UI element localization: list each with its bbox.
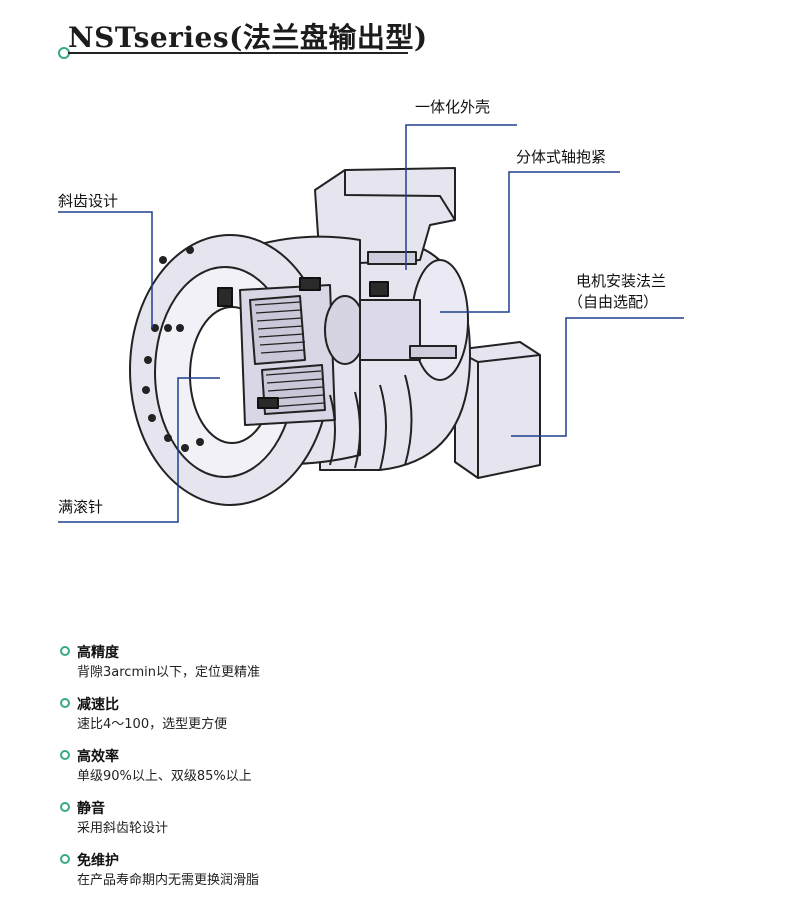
callout-integrated-housing: 一体化外壳 [415, 98, 491, 116]
feature-description: 速比4～100，选型更方便 [77, 717, 228, 732]
gearbox-illustration [129, 167, 541, 506]
feature-item: 减速比 速比4～100，选型更方便 [60, 694, 560, 746]
bullet-icon [60, 854, 70, 864]
leader-motor-flange [511, 317, 684, 437]
leader-helical-gear [58, 211, 153, 328]
page-header: NSTseries(法兰盘输出型) [58, 10, 427, 60]
leader-full-needle [58, 377, 220, 523]
gearbox-cutaway-diagram [58, 124, 684, 523]
feature-title: 高效率 [77, 749, 119, 765]
feature-title: 静音 [77, 801, 105, 817]
feature-description: 背隙3arcmin以下，定位更精准 [77, 665, 260, 680]
callout-motor-flange: 电机安装法兰 [576, 272, 667, 290]
feature-title: 减速比 [77, 697, 119, 713]
bullet-icon [60, 646, 70, 656]
feature-item: 高效率 单级90%以上、双级85%以上 [60, 746, 560, 798]
feature-description: 在产品寿命期内无需更换润滑脂 [77, 873, 260, 888]
page-title: NSTseries(法兰盘输出型) [68, 21, 428, 54]
callout-full-needle: 满滚针 [58, 498, 104, 516]
bullet-icon [60, 802, 70, 812]
title-underline [68, 52, 408, 54]
feature-description: 采用斜齿轮设计 [77, 821, 169, 836]
feature-item: 静音 采用斜齿轮设计 [60, 798, 560, 850]
feature-title: 免维护 [77, 853, 119, 869]
feature-item: 免维护 在产品寿命期内无需更换润滑脂 [60, 850, 560, 902]
leader-split-shaft-clamp [440, 171, 620, 313]
feature-item: 高精度 背隙3arcmin以下，定位更精准 [60, 642, 560, 694]
bullet-icon [60, 698, 70, 708]
callout-helical-gear: 斜齿设计 [58, 192, 119, 210]
feature-list: 高精度 背隙3arcmin以下，定位更精准 减速比 速比4～100，选型更方便 … [60, 642, 560, 902]
callout-split-shaft-clamp: 分体式轴抱紧 [516, 148, 607, 166]
feature-title: 高精度 [77, 645, 119, 661]
callout-leader-lines [58, 124, 684, 523]
callout-motor-flange-optional: （自由选配） [568, 293, 659, 311]
leader-integrated-housing [405, 124, 517, 270]
feature-description: 单级90%以上、双级85%以上 [77, 769, 252, 784]
bullet-icon [60, 750, 70, 760]
